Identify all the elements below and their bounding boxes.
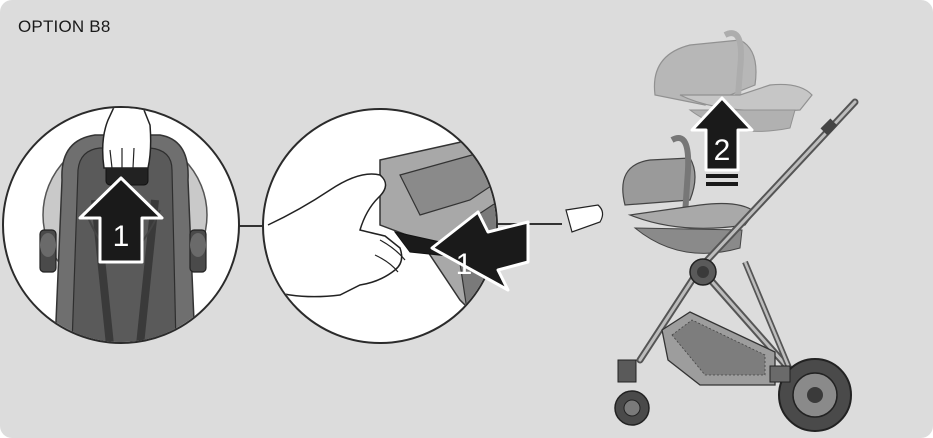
step-2-label: 2: [714, 134, 731, 167]
step-1-label-left: 1: [113, 220, 130, 253]
detail-circle-release-lever: 1: [263, 109, 528, 345]
detail-circle-seat-handle: 1: [3, 98, 239, 345]
step-1-label-middle: 1: [456, 248, 473, 281]
stroller-illustration: 2: [566, 33, 855, 431]
hand-on-seat: [566, 205, 603, 232]
arrow-dash-2: [706, 182, 738, 186]
arrow-dash-1: [706, 174, 738, 178]
